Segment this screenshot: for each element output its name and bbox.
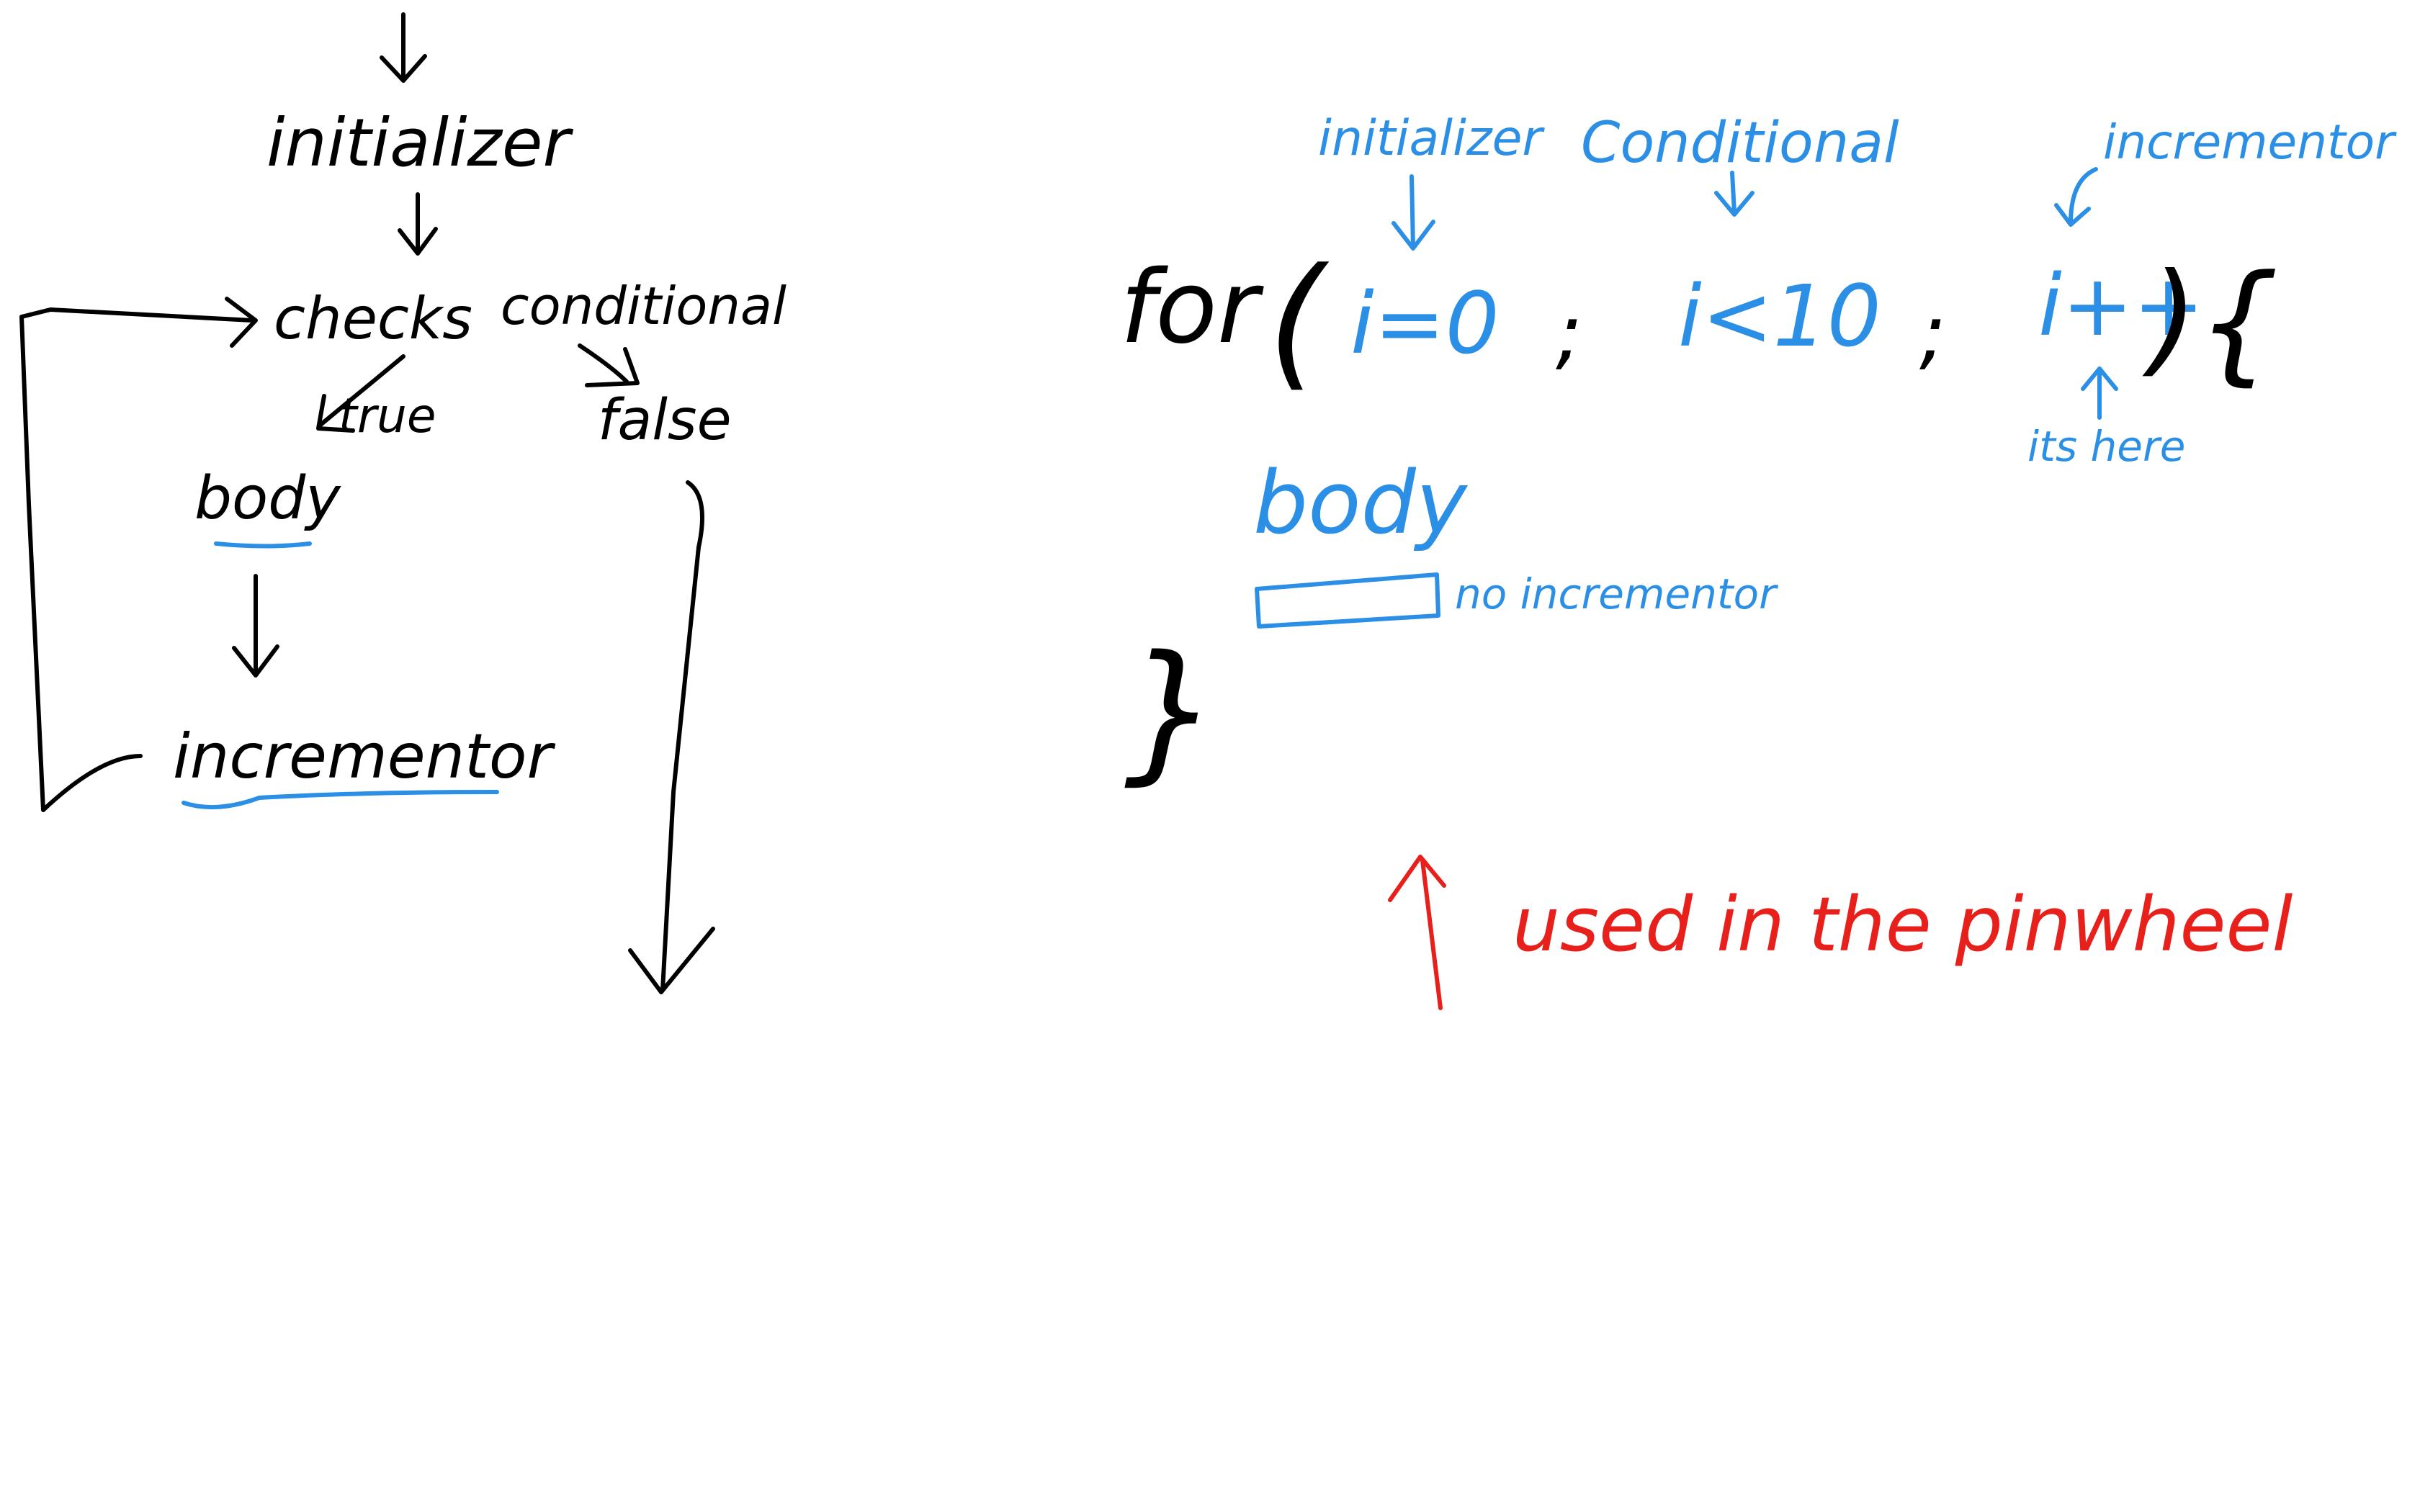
annot-incrementor-arrow	[2054, 167, 2098, 227]
code-for-keyword: for	[1120, 249, 1264, 366]
annot-conditional: Conditional	[1581, 111, 1899, 176]
true-branch-arrow	[316, 354, 405, 433]
code-incr-expr: i++	[2038, 256, 2205, 355]
flow-conditional-label: conditional	[501, 276, 786, 336]
annot-initializer-arrow	[1392, 174, 1435, 251]
entry-arrow	[380, 12, 427, 83]
code-close-paren: )	[2142, 247, 2197, 390]
annot-no-incrementor: no incrementor	[1455, 570, 1778, 618]
flow-checks-label: checks	[274, 285, 472, 352]
false-exit-arrow	[628, 480, 715, 994]
flow-initializer-label: initializer	[266, 104, 573, 181]
flow-incrementor-label: incrementor	[173, 721, 555, 793]
no-incrementor-box	[1255, 572, 1440, 629]
init-to-check-arrow	[398, 192, 438, 256]
loop-back-arrow	[19, 297, 258, 812]
code-init-expr: i=0	[1350, 274, 1500, 373]
code-open-brace: {	[2197, 248, 2280, 398]
false-branch-arrow	[578, 343, 640, 387]
code-semicolon-1: ;	[1556, 287, 1582, 379]
code-semicolon-2: ;	[1919, 287, 1946, 379]
annot-incrementor: incrementor	[2103, 114, 2397, 170]
code-open-paren: (	[1268, 238, 1330, 405]
annot-initializer: initializer	[1318, 110, 1545, 167]
for-loop-note: initializer Conditional incrementor for …	[1120, 110, 2397, 1010]
body-underline	[214, 541, 312, 549]
flow-body-label: body	[194, 464, 341, 533]
annot-its-here: its here	[2027, 422, 2185, 471]
annot-used-in: used in the pinwheel	[1512, 881, 2293, 968]
code-body-label: body	[1253, 454, 1469, 554]
flow-false-label: false	[598, 388, 732, 453]
used-in-arrow	[1388, 855, 1446, 1010]
body-to-incrementor-arrow	[232, 574, 279, 678]
annot-its-here-arrow	[2081, 366, 2118, 420]
flowchart: initializer checks conditional true fals…	[19, 12, 786, 994]
code-close-brace: }	[1124, 623, 1220, 799]
annot-conditional-arrow	[1714, 171, 1754, 217]
flow-true-label: true	[339, 388, 436, 444]
code-cond-expr: i<10	[1678, 266, 1881, 366]
incrementor-underline	[182, 790, 499, 810]
